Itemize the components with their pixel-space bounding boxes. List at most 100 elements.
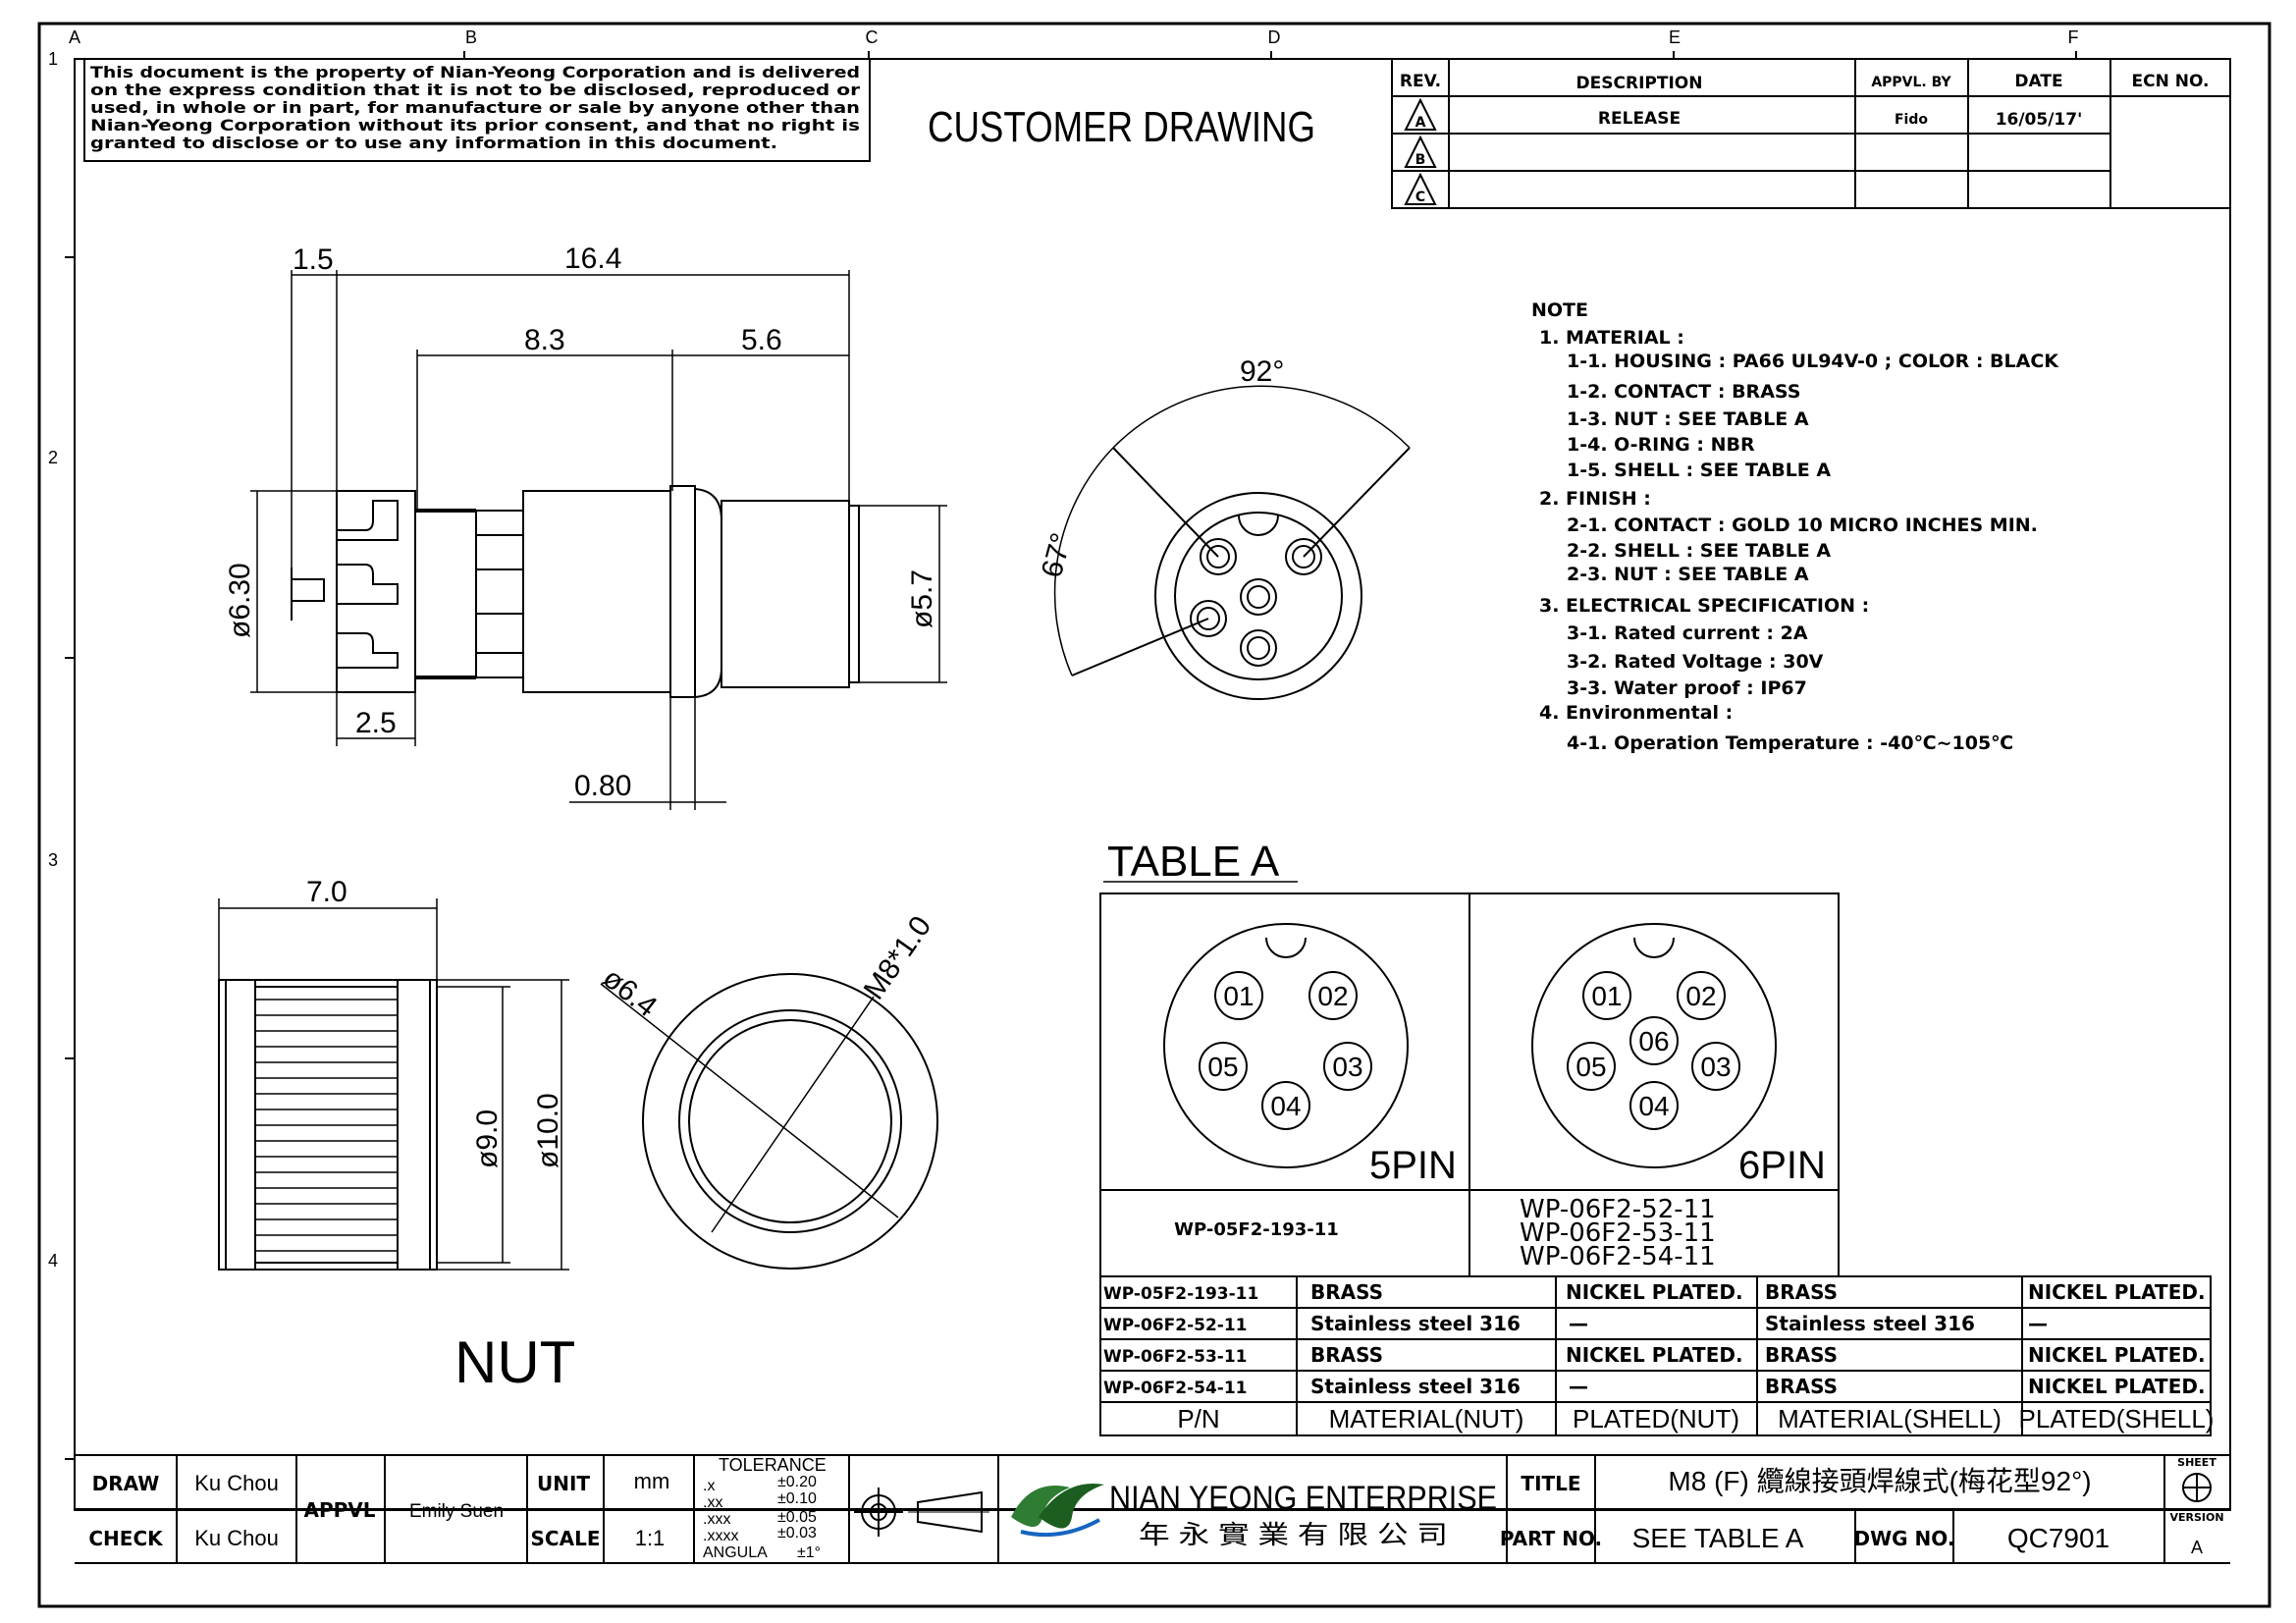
table-a-title: TABLE A (1107, 838, 1280, 886)
zone-row-1: 1 (48, 49, 58, 69)
revision-table (1391, 58, 2231, 209)
tol-val: ±0.20 (777, 1474, 817, 1490)
appvl-value: Emily Suen (409, 1501, 504, 1522)
tol-val: ±0.05 (777, 1509, 817, 1526)
pin6-diagram (1531, 923, 1777, 1168)
mat-row-4-nut-plated: — (1569, 1375, 1588, 1398)
mat-row-3-shell-plated: NICKEL PLATED. (2028, 1343, 2206, 1367)
note-line: 2-1. CONTACT : GOLD 10 MICRO INCHES MIN. (1567, 514, 2038, 536)
tol-val: ±0.10 (777, 1490, 817, 1507)
dim-dia-10-0: ø10.0 (532, 1093, 564, 1168)
rev-header-ecn: ECN NO. (2132, 72, 2210, 91)
mat-row-1-pn: WP-05F2-193-11 (1103, 1284, 1258, 1304)
pin6-05: 05 (1575, 1052, 1606, 1082)
zone-row-4: 4 (48, 1251, 58, 1271)
mat-row-1-shell-plated: NICKEL PLATED. (2028, 1280, 2206, 1304)
partno-value: SEE TABLE A (1632, 1523, 1804, 1553)
nut-knurl (255, 999, 398, 1252)
notes: NOTE 1. MATERIAL : 1-1. HOUSING : PA66 U… (1531, 299, 2059, 754)
mat-row-1-shell: BRASS (1765, 1280, 1838, 1304)
note-line: 1. MATERIAL : (1539, 327, 1684, 349)
rev-triangles (1404, 97, 1437, 205)
pin5-02: 02 (1317, 981, 1348, 1011)
tol-val: ±0.03 (777, 1525, 817, 1542)
material-table (1099, 1275, 2212, 1436)
note-line: 2. FINISH : (1539, 488, 1651, 510)
zone-row-3: 3 (48, 850, 58, 870)
tol-key: .xx (703, 1494, 722, 1511)
note-line: 4. Environmental : (1539, 702, 1733, 724)
zone-col-d: D (1268, 27, 1281, 47)
rev-header-rev: REV. (1400, 72, 1441, 91)
mat-row-2-shell: Stainless steel 316 (1765, 1312, 1975, 1335)
pin5-label: 5PIN (1369, 1144, 1457, 1187)
rev-header-date: DATE (2014, 72, 2062, 91)
tolerance-heading: TOLERANCE (719, 1455, 827, 1475)
mat-header-nut: MATERIAL(NUT) (1329, 1404, 1524, 1434)
disclaimer-line: on the express condition that it is not … (90, 81, 860, 99)
rev-row-a-appvl: Fido (1895, 112, 1928, 128)
dim-2-5: 2.5 (355, 707, 397, 739)
appvl-label: APPVL (303, 1498, 375, 1522)
pin6-part: WP-06F2-54-11 (1520, 1242, 1716, 1271)
mat-row-3-pn: WP-06F2-53-11 (1103, 1347, 1248, 1367)
side-view-dimension-text: 1.5 16.4 8.3 5.6 ø6.30 ø5.7 2.5 0.80 (224, 243, 938, 802)
rev-header-description: DESCRIPTION (1576, 74, 1703, 93)
pin6-02: 02 (1685, 981, 1716, 1011)
mat-row-3-shell: BRASS (1765, 1343, 1838, 1367)
tolerance: TOLERANCE .x ±0.20 .xx ±0.10 .xxx ±0.05 … (703, 1455, 827, 1561)
check-value: Ku Chou (194, 1526, 279, 1550)
nut-front-view (600, 973, 938, 1270)
disclaimer-line: Nian-Yeong Corporation without its prior… (90, 116, 860, 135)
disclaimer-line: This document is the property of Nian-Ye… (90, 63, 860, 81)
mat-row-2-nut: Stainless steel 316 (1310, 1312, 1521, 1335)
rev-row-c-rev: C (1415, 189, 1425, 205)
rev-row-a-rev: A (1415, 115, 1426, 131)
dim-0-80: 0.80 (574, 770, 631, 802)
dwgno-label: DWG NO. (1854, 1527, 1955, 1550)
mat-row-4-nut: Stainless steel 316 (1310, 1375, 1521, 1398)
dim-dia-6-30: ø6.30 (224, 563, 256, 638)
draw-label: DRAW (92, 1472, 160, 1495)
note-line: 1-1. HOUSING : PA66 UL94V-0 ; COLOR : BL… (1567, 351, 2059, 372)
mat-row-3-nut: BRASS (1310, 1343, 1383, 1367)
pin5-diagram (1163, 923, 1409, 1168)
disclaimer-line: granted to disclose or to use any inform… (90, 134, 777, 152)
note-line: 3-1. Rated current : 2A (1567, 622, 1808, 644)
dim-dia-5-7: ø5.7 (906, 569, 938, 628)
note-line: 1-2. CONTACT : BRASS (1567, 381, 1800, 403)
rev-row-a-date: 16/05/17' (1996, 110, 2083, 130)
pin6-04: 04 (1638, 1091, 1669, 1121)
mat-row-3-nut-plated: NICKEL PLATED. (1566, 1343, 1743, 1367)
zone-col-c: C (866, 27, 879, 47)
pin6-06: 06 (1638, 1026, 1669, 1056)
scale-value: 1:1 (635, 1526, 666, 1550)
version-label: VERSION (2169, 1511, 2223, 1524)
zone-col-a: A (69, 27, 80, 47)
company-name-en: NIAN YEONG ENTERPRISE (1109, 1480, 1497, 1517)
pin5-03: 03 (1332, 1052, 1362, 1082)
sheet-icon (2182, 1473, 2212, 1502)
mat-row-2-shell-plated: — (2028, 1312, 2048, 1335)
title-label: TITLE (1521, 1472, 1580, 1495)
note-line: 4-1. Operation Temperature : -40℃~105℃ (1567, 732, 2013, 754)
dim-16-4: 16.4 (564, 243, 621, 275)
zone-col-e: E (1669, 27, 1681, 47)
mat-header-shell-plated: PLATED(SHELL) (2019, 1404, 2215, 1434)
notes-heading: NOTE (1531, 299, 1588, 321)
pin6-part: WP-06F2-53-11 (1520, 1218, 1716, 1248)
tol-key: .xxxx (703, 1528, 738, 1544)
pin6-01: 01 (1591, 981, 1622, 1011)
dim-1-5: 1.5 (293, 243, 334, 276)
front-view (1053, 385, 1411, 700)
draw-value: Ku Chou (194, 1471, 279, 1495)
nut-dimensions (218, 898, 569, 1271)
rev-header-appvl: APPVL. BY (1871, 75, 1951, 90)
nut-label: NUT (454, 1329, 575, 1395)
note-line: 2-2. SHELL : SEE TABLE A (1567, 540, 1831, 562)
mat-row-4-shell: BRASS (1765, 1375, 1838, 1398)
third-angle-projection-icon (854, 1488, 989, 1537)
mat-row-4-shell-plated: NICKEL PLATED. (2028, 1375, 2206, 1398)
company-name-zh: 年 永 實 業 有 限 公 司 (1139, 1520, 1448, 1549)
mat-row-2-nut-plated: — (1569, 1312, 1588, 1335)
